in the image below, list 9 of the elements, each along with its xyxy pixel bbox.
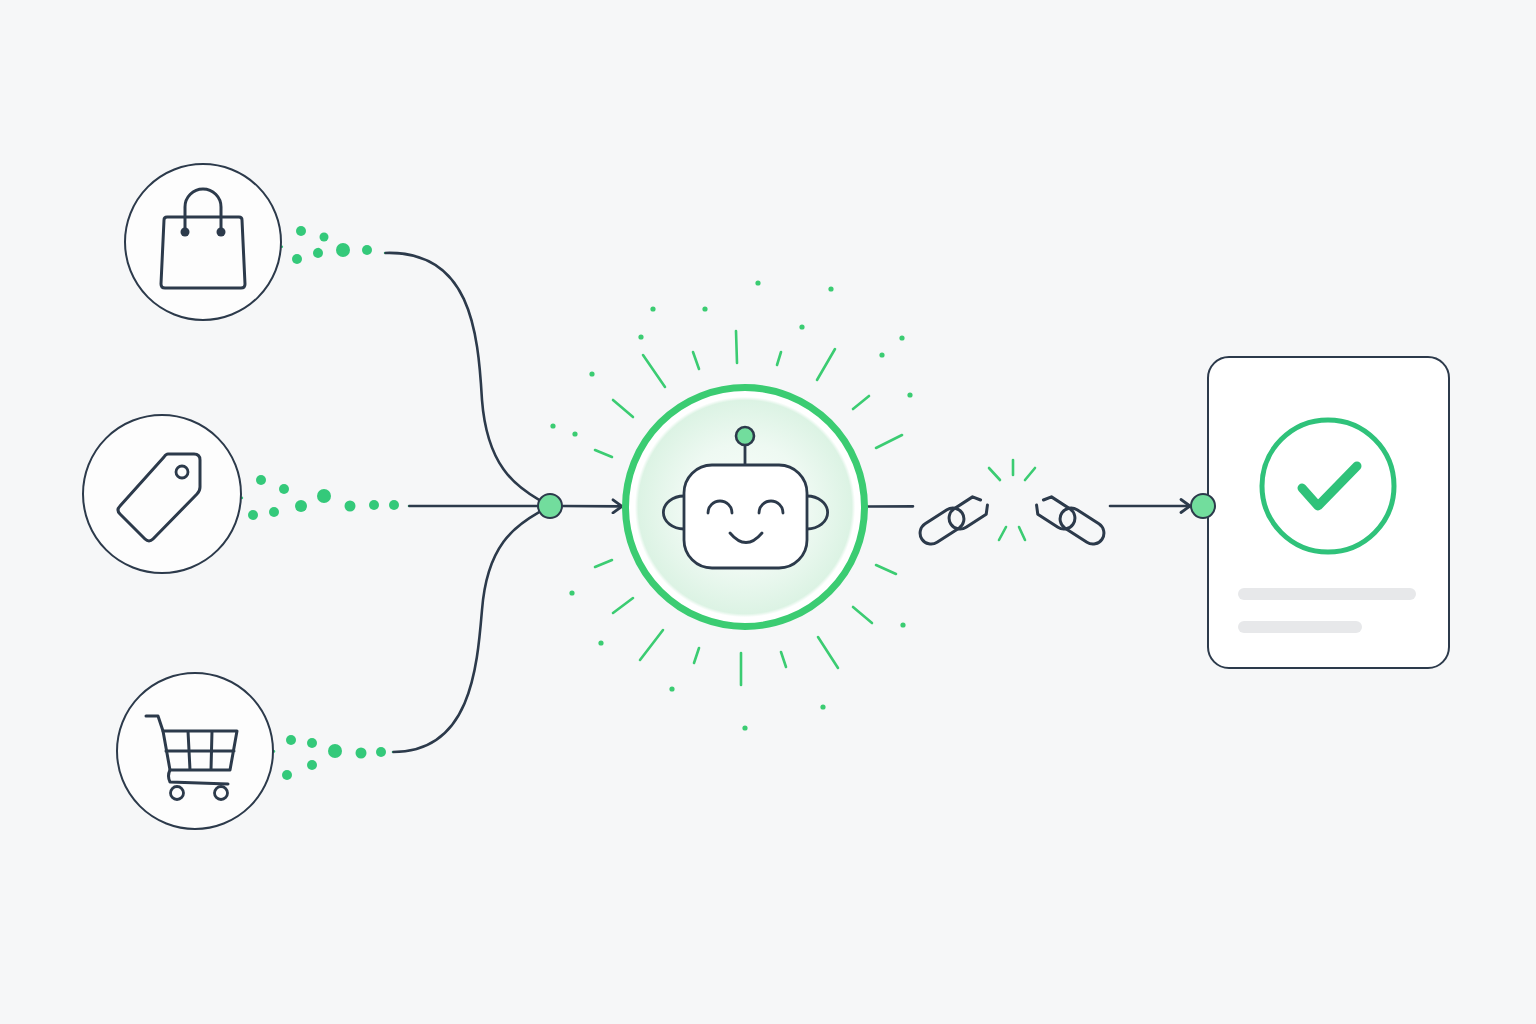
dotted-connector <box>272 511 540 780</box>
dotted-connector <box>280 226 540 501</box>
dotted-connector <box>240 475 539 520</box>
connector-dot <box>1190 493 1216 519</box>
connector-line <box>1108 498 1192 514</box>
connector-line <box>561 498 624 515</box>
document-card <box>1207 356 1450 669</box>
connector-line <box>866 505 915 508</box>
junction-dot <box>537 493 563 519</box>
